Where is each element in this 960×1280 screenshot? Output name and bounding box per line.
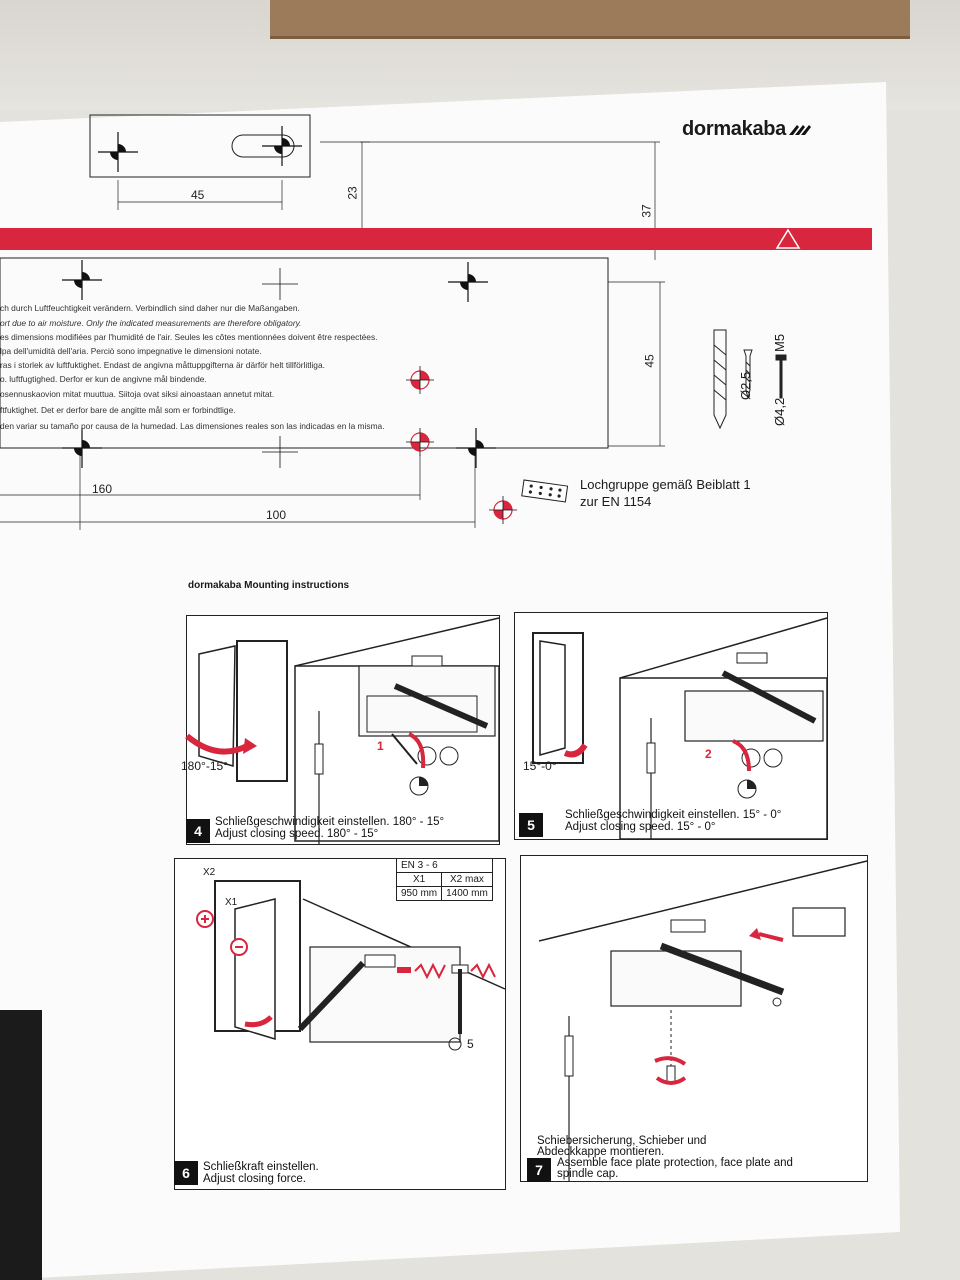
step-7-number: 7: [527, 1158, 551, 1182]
instructions-title: dormakaba Mounting instructions: [188, 580, 350, 591]
step-7-caption-en1: Assemble face plate protection, face pla…: [557, 1157, 793, 1169]
step-7-illustration: [538, 860, 868, 1181]
dim-37: 37: [639, 204, 654, 218]
template-drawing: [0, 114, 787, 530]
thread-label: M5: [772, 333, 787, 352]
warning-triangle-icon: [775, 228, 801, 249]
step-6-number: 6: [174, 1161, 198, 1185]
step-7-caption-de2: Abdeckkappe montieren.: [537, 1146, 665, 1158]
note-fi: osennuskaovion mitat muuttua. Siitoja ov…: [0, 389, 275, 399]
cardboard-box: [270, 0, 910, 39]
dim-160: 160: [92, 482, 113, 496]
step-7-panel: Schiebersicherung, Schieber und Abdeckka…: [520, 855, 868, 1182]
step-4-caption-de: Schließgeschwindigkeit einstellen. 180° …: [215, 816, 445, 828]
step-6-size: 5: [467, 1037, 474, 1051]
warning-bar: [0, 228, 872, 250]
note-sv: ras i storlek av luftfuktighet. Endast d…: [0, 360, 325, 370]
step-4-caption-en: Adjust closing speed. 180° - 15°: [215, 828, 379, 840]
step-5-angle: 15°-0°: [523, 759, 557, 773]
dim-100: 100: [266, 508, 287, 522]
dim-45-side: 45: [642, 354, 657, 368]
step-5-caption-de: Schließgeschwindigkeit einstellen. 15° -…: [565, 809, 782, 821]
note-es: den variar su tamaño por causa de la hum…: [0, 421, 385, 431]
step-4-angle: 180°-15°: [181, 759, 228, 773]
note-no: ftfuktighet. Det er derfor bare de angit…: [0, 405, 236, 415]
step-5-valve: 2: [705, 747, 712, 761]
black-object: [0, 1010, 42, 1280]
brand-mark-icon: [789, 124, 812, 135]
step-6-caption-de: Schließkraft einstellen.: [203, 1161, 319, 1173]
en-table-val1: 950 mm: [395, 886, 443, 901]
note-fr: es dimensions modifiées par l'humidité d…: [0, 332, 378, 342]
step-6-caption-en: Adjust closing force.: [203, 1173, 306, 1185]
note-en: ort due to air moisture. Only the indica…: [0, 318, 302, 328]
step-6-x2: X2: [203, 867, 216, 878]
dim-45-top: 45: [191, 188, 205, 202]
note-da: o. luftfugtighed. Derfor er kun de angiv…: [0, 374, 207, 384]
step-6-panel: X2 X1 5 6 Schließkraft einstellen. Adjus…: [174, 858, 506, 1190]
step-5-number: 5: [519, 813, 543, 837]
note-it: lpa dell'umidità dell'aria. Perciò sono …: [0, 346, 262, 356]
brand-logo: dormakaba: [682, 118, 813, 141]
note-de: ch durch Luftfeuchtigkeit verändern. Ver…: [0, 303, 300, 313]
step-4-panel: 180°-15° 1 4 Schließgeschwindigkeit eins…: [181, 615, 500, 845]
hole-group-line2: zur EN 1154: [580, 494, 652, 509]
step-4-number: 4: [186, 819, 210, 843]
step-5-caption-en: Adjust closing speed. 15° - 0°: [565, 821, 716, 833]
en-table-col1: X1: [395, 872, 443, 887]
step-6-illustration: [196, 880, 506, 1051]
hole-group-line1: Lochgruppe gemäß Beiblatt 1: [580, 477, 751, 492]
en-table-title: EN 3 - 6: [396, 859, 493, 873]
step-7-caption-de1: Schiebersicherung, Schieber und: [537, 1135, 707, 1147]
dim-23: 23: [345, 186, 360, 200]
screw-size-label: Ø4,2: [772, 397, 787, 426]
step-4-valve: 1: [377, 739, 384, 753]
en-table-col2: X2 max: [441, 872, 493, 887]
step-5-illustration: [532, 617, 828, 840]
step-7-caption-en2: spindle cap.: [557, 1168, 619, 1180]
step-4-illustration: [185, 617, 500, 844]
drill-size-label: Ø2,5: [738, 371, 753, 400]
en-table-val2: 1400 mm: [441, 886, 493, 901]
step-6-x1: X1: [225, 897, 238, 908]
step-5-panel: 15°-0° 2 5 Schließgeschwindigkeit einste…: [514, 612, 828, 840]
